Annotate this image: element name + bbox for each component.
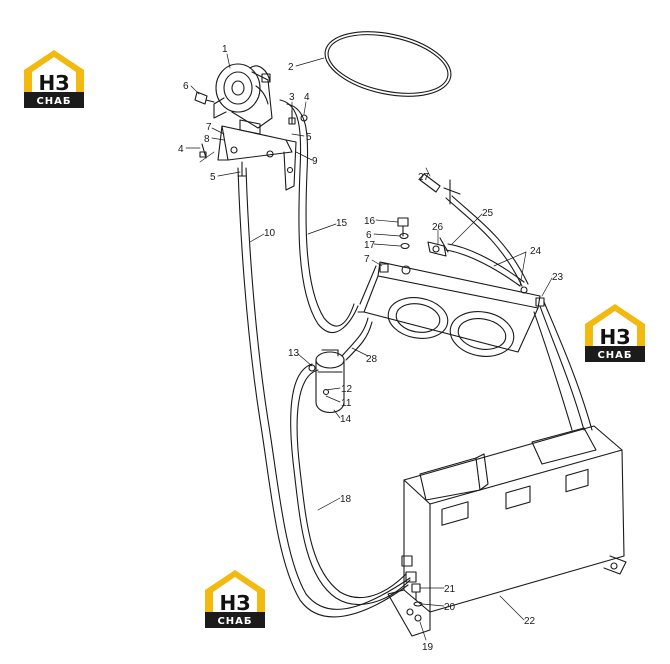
hose-15: [279, 99, 359, 333]
washer-17: [400, 242, 410, 250]
callout-28: 28: [366, 354, 378, 365]
bolt-6-top: [194, 91, 215, 105]
callout-20: 20: [444, 602, 456, 613]
valve-27: [419, 173, 461, 205]
logo-bottom-text: СНАБ: [217, 616, 252, 627]
drive-belt: [324, 31, 452, 97]
bolt-4-left: [199, 143, 207, 159]
mounting-bracket: [217, 119, 297, 191]
brand-logo-top-left: НЗ СНАБ: [24, 50, 84, 108]
callout-23: 23: [552, 272, 564, 283]
logo-top-text: НЗ: [600, 325, 631, 349]
callout-6b: 6: [366, 230, 372, 241]
callout-11: 11: [341, 398, 352, 409]
evaporator-inlet-fittings: [401, 555, 417, 583]
callout-13: 13: [288, 348, 300, 359]
fitting-26: [427, 241, 447, 257]
callout-17: 17: [364, 240, 376, 251]
callout-15: 15: [336, 218, 348, 229]
nut-19: [414, 614, 422, 622]
callout-4a: 4: [304, 92, 310, 103]
callout-7a: 7: [206, 122, 212, 133]
condenser-return-lines: [533, 301, 593, 431]
evaporator-box: [387, 425, 627, 637]
callout-labels: 1 2 3 4 4 5 5 6 6 7 7 8 9 10 11 12 13 14…: [178, 44, 564, 653]
logo-top-text: НЗ: [39, 71, 70, 95]
callout-12: 12: [341, 384, 353, 395]
callout-22: 22: [524, 616, 536, 627]
callout-1: 1: [222, 44, 228, 55]
callout-27: 27: [418, 172, 430, 183]
callout-3: 3: [289, 92, 295, 103]
hose-10: [237, 167, 411, 618]
washer-6: [399, 232, 409, 240]
receiver-drier: [308, 349, 345, 414]
leader-lines: [185, 53, 553, 641]
callout-19: 19: [422, 642, 434, 653]
callout-24: 24: [530, 246, 542, 257]
condenser-unit: [357, 261, 545, 357]
hose-28: [341, 317, 373, 361]
callout-14: 14: [340, 414, 352, 425]
callout-16: 16: [364, 216, 376, 227]
compressor-assembly: [213, 63, 273, 129]
callout-26: 26: [432, 222, 444, 233]
logo-top-text: НЗ: [220, 591, 251, 615]
callout-18: 18: [340, 494, 352, 505]
callout-10: 10: [264, 228, 276, 239]
callout-5a: 5: [306, 132, 312, 143]
callout-25: 25: [482, 208, 494, 219]
logo-bottom-text: СНАБ: [597, 350, 632, 361]
callout-8: 8: [204, 134, 210, 145]
brand-logo-right: НЗ СНАБ: [585, 304, 645, 362]
logo-bottom-text: СНАБ: [36, 96, 71, 107]
brand-logo-bottom: НЗ СНАБ: [205, 570, 265, 628]
callout-7b: 7: [364, 254, 370, 265]
hose-18: [290, 363, 411, 605]
callout-2: 2: [288, 62, 294, 73]
callout-21: 21: [444, 584, 456, 595]
callout-5b: 5: [210, 172, 216, 183]
hose-24-25: [439, 195, 529, 287]
callout-9: 9: [312, 156, 318, 167]
callout-6a: 6: [183, 81, 189, 92]
callout-4b: 4: [178, 144, 184, 155]
